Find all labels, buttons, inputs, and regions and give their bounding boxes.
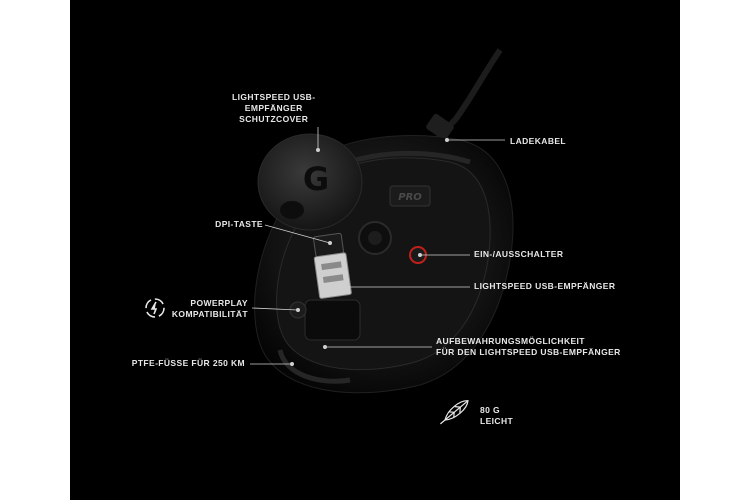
- storage-compartment: [304, 299, 361, 341]
- wireless-charging-icon: [145, 298, 165, 318]
- charging-cable: [437, 48, 503, 138]
- feather-icon: [440, 400, 469, 425]
- feet-label: PTFE-FÜSSE FÜR 250 KM: [131, 358, 245, 368]
- cable-label: LADEKABEL: [510, 136, 567, 146]
- powerplay-label: POWERPLAY KOMPATIBILITÄT: [171, 298, 248, 319]
- receiver-cover: G: [257, 133, 363, 231]
- pro-badge: [389, 185, 431, 207]
- ptfe-foot: [277, 349, 351, 384]
- power-switch-label: EIN-/AUSSCHALTER: [474, 249, 564, 259]
- usb-receiver: [313, 232, 352, 299]
- callout-lines: [250, 127, 505, 366]
- cover-label: LIGHTSPEED USB- EMPFÄNGER SCHUTZCOVER: [232, 92, 316, 124]
- weight-label: 80 G LEICHT: [480, 405, 514, 426]
- receiver-label: LIGHTSPEED USB-EMPFÄNGER: [474, 281, 616, 291]
- cover-logo: G: [303, 160, 329, 198]
- cable-connector: [426, 113, 454, 141]
- pro-logo: PRO: [398, 192, 422, 203]
- dpi-label: DPI-TASTE: [215, 219, 263, 229]
- storage-label: AUFBEWAHRUNGSMÖGLICHKEIT FÜR DEN LIGHTSP…: [436, 336, 621, 357]
